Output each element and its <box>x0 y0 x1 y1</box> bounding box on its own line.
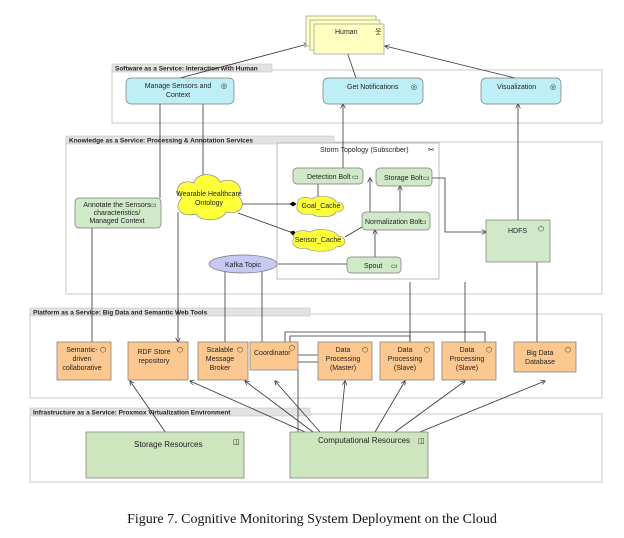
storm-title: Storm Topology (Subscriber) <box>320 147 409 154</box>
ontology-label-2: Ontology <box>195 200 224 207</box>
dp-master-label-1: Data <box>336 347 351 354</box>
hdfs-node: HDFS ⬡ <box>485 219 551 263</box>
annotate-label-1: Annotate the Sensors <box>83 202 151 209</box>
component-icon: ⬡ <box>177 346 183 354</box>
function-icon: ▭ <box>352 174 359 181</box>
dp-slave1-label-2: Processing <box>388 356 423 363</box>
rdf-label-1: RDF Store <box>137 349 170 356</box>
annotate-label-3: Managed Context <box>89 218 144 225</box>
platform-dp-master: Data Processing (Master) ⬡ <box>317 341 373 381</box>
broker-label-1: Scalable <box>207 347 234 354</box>
platform-semantic: Semantic- driven collaborative ⬡ <box>56 341 112 381</box>
kafka-label: Kafka Topic <box>225 262 262 269</box>
function-icon: ▭ <box>420 219 427 226</box>
component-icon: ⬡ <box>538 225 544 233</box>
layer-saas-title: Software as a Service: Interaction with … <box>115 66 258 73</box>
annotate-sensors: Annotate the Sensors characteristics/ Ma… <box>74 197 162 229</box>
service-visualization: Visualization ◎ <box>480 77 562 105</box>
human-label: Human <box>335 29 358 36</box>
layer-paas: Platform as a Service: Big Data and Sema… <box>29 307 603 399</box>
layer-kaas: Knowledge as a Service: Processing & Ann… <box>65 135 603 295</box>
semantic-label-3: collaborative <box>62 365 101 372</box>
component-icon: ⬡ <box>486 346 492 354</box>
human-actor: Human 웃 <box>305 15 385 55</box>
infra-storage: Storage Resources ◫ <box>85 431 245 479</box>
notify-label: Get Notifications <box>347 84 399 91</box>
function-icon: ▭ <box>391 263 398 270</box>
sensor-cache: Sensor_Cache <box>292 229 346 252</box>
component-icon: ⬡ <box>424 346 430 354</box>
goal-cache: Goal_Cache <box>296 195 344 218</box>
component-icon: ⬡ <box>565 346 571 354</box>
ontology-label-1: Wearable Healthcare <box>176 191 242 198</box>
dp-slave1-label-3: (Slave) <box>394 365 416 372</box>
broker-label-3: Broker <box>210 365 231 372</box>
broker-label-2: Message <box>206 356 235 363</box>
storage-bolt-label: Storage Bolt <box>384 175 423 182</box>
storage-res-label: Storage Resources <box>134 440 202 449</box>
service-icon: ◎ <box>221 83 227 90</box>
dp-slave2-label-2: Processing <box>450 356 485 363</box>
node-icon: ◫ <box>233 439 240 446</box>
service-icon: ◎ <box>411 84 417 91</box>
detection-bolt: Detection Bolt ▭ <box>292 167 364 185</box>
platform-dp-slave-1: Data Processing (Slave) ⬡ <box>379 341 435 381</box>
component-icon: ⬡ <box>362 346 368 354</box>
platform-bigdata: Big Data Database ⬡ <box>513 341 577 373</box>
rdf-label-2: repository <box>139 358 170 365</box>
normalization-bolt: Normalization Bolt ▭ <box>361 211 431 231</box>
service-get-notifications: Get Notifications ◎ <box>322 77 424 105</box>
infra-computational: Computational Resources ◫ <box>289 431 429 479</box>
layer-saas: Software as a Service: Interaction with … <box>111 63 603 124</box>
layer-kaas-title: Knowledge as a Service: Processing & Ann… <box>69 138 253 145</box>
coordinator-label: Coordinator <box>254 350 291 357</box>
semantic-label-1: Semantic- <box>66 347 98 354</box>
platform-broker: Scalable Message Broker ⬡ <box>197 341 249 381</box>
dp-slave2-label-3: (Slave) <box>456 365 478 372</box>
layer-iaas-title: Infrastructure as a Service: Proxmox Vir… <box>33 410 231 417</box>
manage-label-1: Manage Sensors and <box>145 83 212 90</box>
comp-res-label: Computational Resources <box>318 436 410 445</box>
kafka-topic: Kafka Topic <box>208 254 278 274</box>
bigdata-label-2: Database <box>525 359 555 366</box>
component-icon: ⬡ <box>237 346 243 354</box>
normalization-label: Normalization Bolt <box>365 219 422 226</box>
layer-iaas: Infrastructure as a Service: Proxmox Vir… <box>29 407 603 483</box>
component-icon: ⬡ <box>289 344 295 352</box>
bigdata-label-1: Big Data <box>527 350 554 357</box>
detection-label: Detection Bolt <box>307 174 351 181</box>
component-icon: ⬡ <box>100 346 106 354</box>
dp-slave2-label-1: Data <box>460 347 475 354</box>
dp-master-label-3: (Master) <box>330 365 356 372</box>
node-icon: ◫ <box>418 438 425 445</box>
layer-paas-title: Platform as a Service: Big Data and Sema… <box>33 310 208 317</box>
function-icon: ▭ <box>150 202 157 209</box>
storage-bolt: Storage Bolt ▭ <box>375 167 433 187</box>
function-icon: ▭ <box>423 175 430 182</box>
connectors <box>91 44 545 437</box>
platform-rdf: RDF Store repository ⬡ <box>127 341 189 381</box>
annotate-label-2: characteristics/ <box>94 210 141 217</box>
platform-coordinator: Coordinator ⬡ <box>249 341 299 371</box>
storm-icon: ⚯ <box>428 147 434 154</box>
semantic-label-2: driven <box>72 356 91 363</box>
hdfs-label: HDFS <box>508 228 527 235</box>
sensor-cache-label: Sensor_Cache <box>295 237 341 244</box>
actor-icon: 웃 <box>375 28 382 36</box>
platform-dp-slave-2: Data Processing (Slave) ⬡ <box>441 341 497 381</box>
visual-label: Visualization <box>497 84 536 91</box>
wearable-ontology: Wearable Healthcare Ontology <box>176 174 243 221</box>
service-icon: ◎ <box>550 84 556 91</box>
figure-caption: Figure 7. Cognitive Monitoring System De… <box>127 512 497 527</box>
service-manage-sensors: Manage Sensors and Context ◎ <box>125 77 235 105</box>
goal-cache-label: Goal_Cache <box>302 203 341 210</box>
dp-slave1-label-1: Data <box>398 347 413 354</box>
dp-master-label-2: Processing <box>326 356 361 363</box>
manage-label-2: Context <box>166 92 190 99</box>
spout-label: Spout <box>364 263 382 270</box>
spout: Spout ▭ <box>346 256 402 274</box>
